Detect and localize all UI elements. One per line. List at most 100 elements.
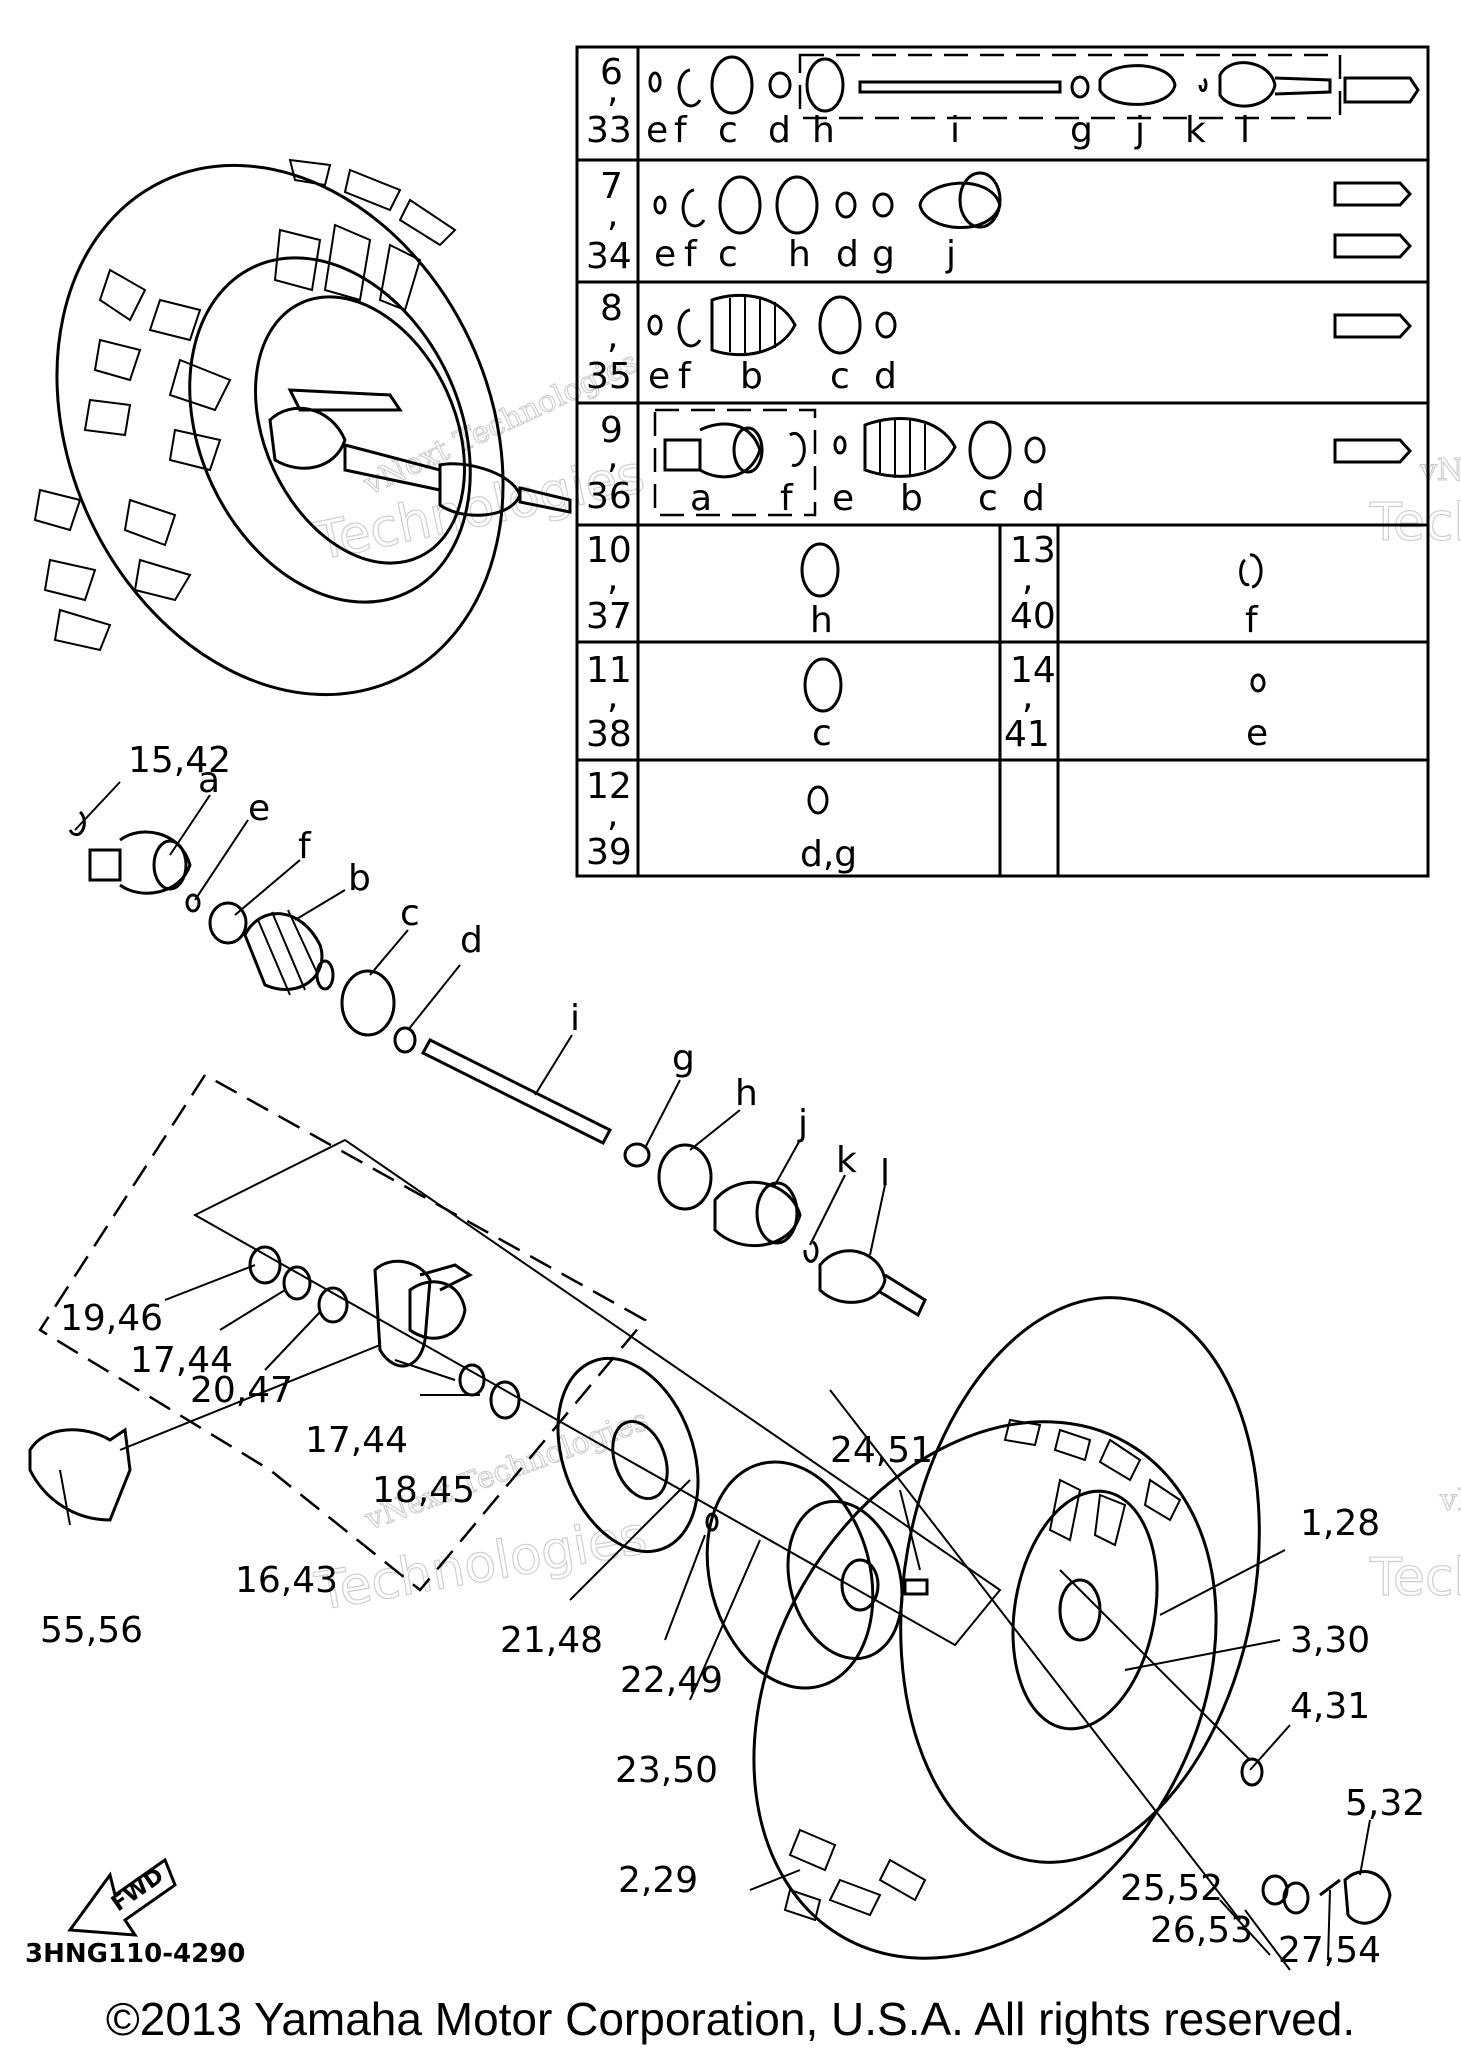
callout-label: 17,44 [130,1340,233,1381]
row-number: , [607,436,618,477]
diagram-code: 3HNG110-4290 [25,1939,245,1969]
row-number: , [607,70,618,111]
table-row-6-parts: e f c d h i g j k l [646,53,1420,151]
row-number: , [607,194,618,235]
callout-label: 55,56 [40,1610,143,1651]
part-letter: e [1246,713,1268,754]
callout-label: 25,52 [1120,1868,1223,1909]
fwd-label: FWD [107,1863,168,1916]
watermark-text: Technologies [311,1506,651,1623]
part-letter: c [718,234,738,275]
part-letter: c [978,478,998,519]
callout-label: h [735,1073,758,1114]
part-letter: f [684,234,698,275]
row-number: , [607,558,618,599]
row-number: , [1022,558,1033,599]
callout-label: 19,46 [60,1298,163,1339]
row-number: 12 [586,766,632,807]
part-letter: i [950,110,960,151]
part-letter: d [768,110,791,151]
part-letter: k [1185,110,1206,151]
row-number: 35 [586,356,632,397]
callout-label: 26,53 [1150,1910,1253,1951]
callout-label: j [797,1103,808,1144]
row-number: , [607,316,618,357]
part-letter: g [1070,110,1093,151]
row-number: 14 [1010,650,1056,691]
callout-label: b [348,858,371,899]
part-letter: j [1134,110,1145,151]
row-number: 13 [1010,530,1056,571]
table-border [575,45,1430,878]
row-number: 36 [586,476,632,517]
parts-table [575,45,1430,878]
part-letter: f [678,356,692,397]
leader-lines [59,781,1371,1971]
callout-label: 1,28 [1300,1503,1380,1544]
part-letter: d,g [800,834,857,875]
row-number: 11 [586,650,632,691]
part-letter: e [832,478,854,519]
callout-label: 17,44 [305,1420,408,1461]
callout-label: 4,31 [1290,1686,1370,1727]
callout-label: i [570,998,580,1039]
part-letter: j [945,234,956,275]
part-letter: b [900,478,923,519]
callout-label: 15,42 [128,740,231,781]
watermark-text: vNext Technologies [1419,453,1461,488]
callout-label: e [248,788,270,829]
callout-label: 23,50 [615,1750,718,1791]
part-letter: d [836,234,859,275]
part-letter: b [740,356,763,397]
wheel-hub [705,1460,929,1690]
table-split-parts: h f c e d,g [800,542,1268,875]
callout-label: 18,45 [372,1470,475,1511]
callout-label: 5,32 [1345,1783,1425,1824]
row-number: 37 [586,596,632,637]
upper-wheel [33,158,572,697]
callout-label: k [836,1140,857,1181]
callout-label: 2,29 [618,1860,698,1901]
table-row-8-parts: e f b c d [647,293,1413,397]
copyright-notice: ©2013 Yamaha Motor Corporation, U.S.A. A… [105,1993,1356,2045]
part-letter: d [1022,478,1045,519]
row-number: , [607,676,618,717]
row-number: 33 [586,110,632,151]
watermark-text: Technologies [1369,1548,1461,1608]
part-letter: g [872,234,895,275]
part-letter: f [780,478,794,519]
callout-label: c [400,893,420,934]
row-number: , [607,794,618,835]
table-row-7-parts: e f c h d g j [653,171,1413,275]
part-letter: e [648,356,670,397]
callout-label: a [198,760,220,801]
part-letter: f [674,110,688,151]
part-letter: c [718,110,738,151]
callout-label: 27,54 [1278,1930,1381,1971]
row-number: 38 [586,714,632,755]
part-letter: h [788,234,811,275]
watermark-text: Technologies [1369,493,1461,553]
row-number: 34 [586,236,632,277]
part-letter: d [874,356,897,397]
watermark-text: vNext Technologies [1439,1483,1461,1518]
row-number: 8 [600,288,623,329]
half-shaft-parts [68,810,927,1318]
row-number: 39 [586,832,632,873]
callout-label: 21,48 [500,1620,603,1661]
callout-label: 16,43 [235,1560,338,1601]
callout-label: d [460,920,483,961]
row-number: 40 [1010,596,1056,637]
callout-label: g [672,1038,695,1079]
row-number: 7 [600,166,623,207]
callout-labels: 15,42 a e f b c d i g h j k l 19,46 17,4… [40,740,1425,1971]
row-number: 41 [1004,714,1050,755]
part-letter: h [812,110,835,151]
table-row-numbers: 6 , 33 7 , 34 8 , 35 9 , 36 10 , 37 13 ,… [586,52,1056,873]
part-letter: a [690,478,712,519]
fwd-arrow-icon: FWD [67,1857,177,1937]
part-letter: c [812,713,832,754]
part-letter: l [1240,110,1250,151]
row-number: 9 [600,410,623,451]
